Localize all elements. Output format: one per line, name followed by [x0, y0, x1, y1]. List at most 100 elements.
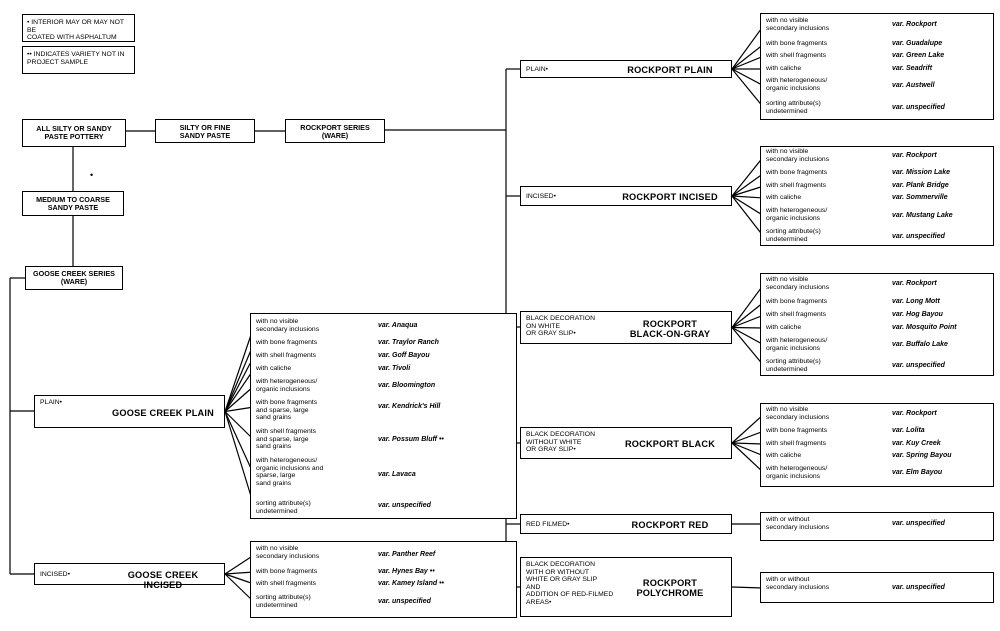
variety-box-rockport-plain: [760, 13, 994, 120]
variety-value: Elm Bayou: [906, 469, 943, 476]
fan-line: [224, 325, 255, 412]
variety-value: Panther Reef: [392, 551, 436, 558]
variety-prefix: var.: [892, 324, 907, 331]
variety-value: Mustang Lake: [906, 212, 953, 219]
fan-line: [224, 355, 255, 412]
variety-attribute: with shell fragments: [766, 311, 827, 318]
variety-value: unspecified: [906, 362, 945, 369]
variety-name: var. Bloomington: [378, 382, 435, 390]
variety-prefix: var.: [892, 52, 907, 59]
variety-prefix: var.: [892, 212, 907, 219]
fan-line: [731, 68, 765, 109]
variety-prefix: var.: [378, 551, 393, 558]
type-qualifier-rockport-plain: PLAIN•: [526, 66, 549, 73]
variety-attribute: with heterogeneous/ organic inclusions: [766, 465, 828, 480]
variety-name: var. Kuy Creek: [892, 440, 941, 448]
variety-attribute: with bone fragments: [766, 40, 828, 47]
variety-attribute: with no visible secondary inclusions: [766, 148, 830, 163]
type-qualifier-rockport-polychrome: BLACK DECORATION WITH OR WITHOUT WHITE O…: [526, 561, 614, 606]
variety-value: Kamey Island ••: [392, 580, 444, 587]
variety-name: var. Austwell: [892, 82, 935, 90]
variety-attribute: with no visible secondary inclusions: [256, 545, 320, 560]
variety-prefix: var.: [378, 322, 392, 329]
variety-prefix: var.: [378, 365, 393, 372]
variety-attribute: with caliche: [766, 324, 802, 331]
variety-prefix: var.: [892, 440, 907, 447]
variety-attribute: with bone fragments and sparse, large sa…: [256, 399, 318, 422]
fan-line: [224, 573, 255, 585]
fan-line: [224, 385, 255, 412]
fan-line: [731, 586, 765, 589]
fan-line: [731, 314, 765, 329]
variety-prefix: var.: [378, 352, 393, 359]
variety-prefix: var.: [378, 580, 393, 587]
variety-value: unspecified: [906, 520, 945, 527]
variety-value: Bloomington: [392, 382, 436, 389]
variety-name: var. unspecified: [892, 584, 945, 592]
variety-value: Green Lake: [906, 52, 945, 59]
fan-line: [731, 442, 765, 445]
fan-line: [731, 55, 765, 70]
type-name-rockport-plain: ROCKPORT PLAIN: [627, 65, 713, 75]
type-box-rockport-red: RED FILMED•ROCKPORT RED: [520, 514, 732, 534]
variety-name: var. unspecified: [892, 520, 945, 528]
variety-name: var. unspecified: [892, 233, 945, 241]
variety-value: Lolita: [906, 427, 925, 434]
variety-name: var. Green Lake: [892, 52, 944, 60]
variety-prefix: var.: [892, 104, 907, 111]
variety-prefix: var.: [378, 568, 393, 575]
variety-value: unspecified: [906, 584, 945, 591]
fan-line: [224, 368, 255, 412]
variety-prefix: var.: [892, 584, 907, 591]
variety-box-rockport-red: [760, 512, 994, 541]
variety-value: Lavaca: [392, 471, 416, 478]
type-qualifier-rockport-red: RED FILMED•: [526, 521, 570, 528]
variety-value: Rockport: [906, 280, 937, 287]
variety-name: var. Guadalupe: [892, 40, 942, 48]
legend-note-not-in-sample: •• INDICATES VARIETY NOT IN PROJECT SAMP…: [27, 51, 125, 66]
node-all-silty-sandy-label: ALL SILTY OR SANDY PASTE POTTERY: [36, 124, 112, 141]
fan-line: [731, 442, 765, 457]
variety-name: var. Goff Bayou: [378, 352, 430, 360]
fan-line: [731, 172, 765, 197]
variety-prefix: var.: [892, 82, 906, 89]
node-medium-coarse: MEDIUM TO COARSE SANDY PASTE: [22, 191, 124, 216]
variety-name: var. Possum Bluff ••: [378, 436, 444, 444]
variety-value: Goff Bayou: [392, 352, 430, 359]
variety-name: var. Spring Bayou: [892, 452, 952, 460]
variety-prefix: var.: [892, 298, 907, 305]
variety-name: var. Lavaca: [378, 471, 416, 479]
variety-box-goose-creek-incised: [250, 541, 517, 618]
variety-value: Hog Bayou: [906, 311, 943, 318]
variety-name: var. Anaqua: [378, 322, 417, 330]
variety-box-rockport-black-on-gray: [760, 273, 994, 376]
variety-name: var. Rockport: [892, 410, 937, 418]
variety-name: var. unspecified: [892, 104, 945, 112]
variety-name: var. unspecified: [378, 598, 431, 606]
variety-attribute: sorting attribute(s) undetermined: [766, 358, 821, 373]
variety-prefix: var.: [892, 152, 907, 159]
variety-name: var. Kendrick's Hill: [378, 403, 440, 411]
variety-prefix: var.: [892, 311, 907, 318]
variety-attribute: with or without secondary inclusions: [766, 516, 830, 531]
type-name-goose-creek-incised: GOOSE CREEK INCISED: [127, 570, 199, 590]
variety-value: unspecified: [906, 104, 945, 111]
type-box-goose-creek-plain: PLAIN•GOOSE CREEK PLAIN: [34, 395, 225, 428]
fan-line: [731, 326, 765, 329]
variety-attribute: sorting attribute(s) undetermined: [256, 500, 311, 515]
type-qualifier-rockport-incised: INCISED•: [526, 193, 556, 200]
variety-value: Spring Bayou: [906, 452, 952, 459]
variety-value: Hynes Bay ••: [392, 568, 435, 575]
fan-line: [731, 327, 765, 367]
variety-prefix: var.: [378, 339, 393, 346]
fan-line: [224, 342, 255, 412]
variety-prefix: var.: [378, 436, 393, 443]
variety-prefix: var.: [378, 502, 393, 509]
variety-name: var. unspecified: [378, 502, 431, 510]
variety-box-rockport-incised: [760, 146, 994, 246]
node-silty-fine: SILTY OR FINE SANDY PASTE: [155, 119, 255, 143]
variety-attribute: with bone fragments: [256, 568, 318, 575]
variety-name: var. unspecified: [892, 362, 945, 370]
fan-line: [731, 283, 765, 328]
fan-line: [731, 24, 765, 70]
